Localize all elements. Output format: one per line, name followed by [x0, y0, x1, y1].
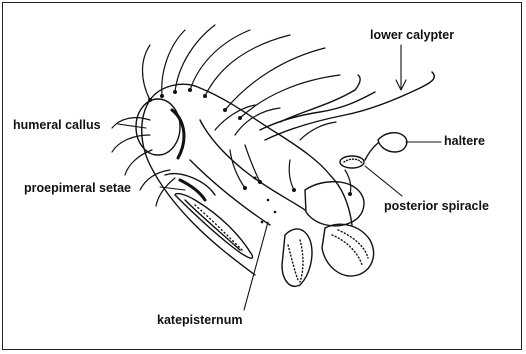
label-haltere: haltere — [444, 134, 485, 148]
leader-lines — [118, 45, 441, 310]
proepimeral-region — [165, 174, 215, 200]
hind-coxa — [322, 224, 374, 276]
haltere-shape — [365, 133, 407, 160]
humeral-callus-shape — [136, 99, 184, 158]
posterior-lobe — [305, 182, 364, 226]
label-lower-calypter: lower calypter — [370, 28, 454, 42]
leader-posterior-spiracle — [365, 166, 402, 196]
bristles — [112, 25, 351, 206]
label-proepimeral-setae: proepimeral setae — [24, 181, 131, 195]
calypter-membrane — [260, 72, 434, 140]
label-humeral-callus: humeral callus — [13, 118, 101, 132]
mid-coxa — [282, 229, 312, 286]
label-katepisternum: katepisternum — [157, 313, 242, 327]
posterior-spiracle-shape — [340, 156, 364, 168]
label-posterior-spiracle: posterior spiracle — [384, 199, 489, 213]
fore-coxa — [175, 194, 253, 259]
leader-katepisternum — [244, 222, 268, 310]
